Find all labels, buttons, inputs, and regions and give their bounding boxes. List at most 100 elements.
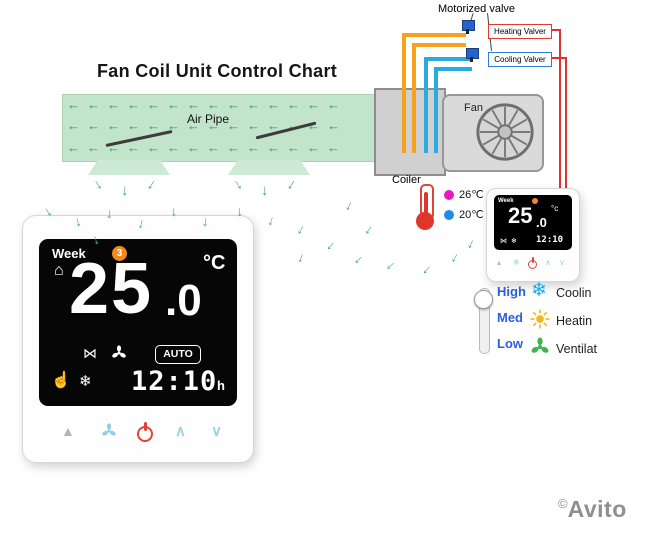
coiler-label: Coiler (392, 174, 421, 186)
temp-high-label: 26℃ (459, 189, 484, 201)
snowflake-icon: ❄ (79, 373, 92, 390)
temp-value: 25 (508, 203, 533, 228)
temp-dot-magenta (444, 190, 454, 200)
thermometer-bulb (416, 212, 434, 230)
blower-fan-icon (476, 103, 534, 161)
temp-unit: °C (203, 252, 226, 274)
temp-decimal: .0 (536, 215, 547, 230)
valve-icon: ⋈ (83, 345, 97, 361)
control-wire (559, 29, 561, 188)
airflow-left-arrows: ←←←←←←←←←←←←←← (67, 141, 347, 154)
touch-power-icon (137, 422, 153, 442)
cooling-pipe (424, 57, 428, 153)
air-pipe-label: Air Pipe (177, 112, 240, 126)
small-thermostat-screen: Week 25 .0 °c ⋈ ❄ 12:10 (494, 195, 572, 250)
air-vent (228, 160, 310, 175)
airflow-arrow: ↓ (383, 257, 400, 273)
touch-down-icon: ∨ (559, 258, 565, 267)
big-thermostat-screen: Week ⌂ 3 25 .0 °C ⋈ AUTO ☝ ❄ 12:10 h (39, 239, 237, 406)
clock-unit: h (217, 378, 225, 393)
valve-stem (470, 57, 473, 62)
heating-pipe (412, 43, 416, 153)
airflow-arrow: ↓ (362, 220, 377, 238)
heating-pipe (402, 33, 406, 153)
speed-high-label: High (497, 284, 526, 299)
home-icon: ⌂ (54, 262, 64, 279)
control-wire (549, 29, 561, 31)
airflow-arrow: ↓ (265, 211, 278, 229)
airflow-arrow: ↓ (201, 212, 210, 230)
airflow-arrow: ↓ (121, 182, 129, 199)
touch-fan-icon: ❄ (513, 258, 520, 267)
watermark: ©Avito (558, 496, 627, 523)
touch-up-triangle-icon: ▴ (497, 258, 502, 267)
heating-pipe (414, 43, 466, 47)
thermometer-mercury (424, 192, 428, 216)
fan-icon (112, 345, 126, 358)
airflow-arrow: ↓ (235, 202, 244, 220)
snowflake-icon: ❄ (511, 238, 517, 245)
airflow-arrow: ↓ (144, 175, 160, 194)
day-badge (532, 198, 538, 204)
cooling-mode-label: Coolin (556, 286, 592, 300)
airflow-arrow: ↓ (105, 204, 114, 222)
auto-mode-badge: AUTO (155, 345, 201, 364)
speed-low-label: Low (497, 336, 523, 351)
week-label: Week (498, 198, 514, 204)
small-thermostat: Week 25 .0 °c ⋈ ❄ 12:10 ▴ ❄ ∧ ∨ (486, 188, 580, 282)
airflow-arrow: ↓ (261, 182, 269, 199)
snowflake-icon: ❄ (531, 280, 547, 301)
speed-med-label: Med (497, 310, 523, 325)
cooling-valve-label: Cooling Valver (488, 52, 552, 67)
heating-pipe (404, 33, 466, 37)
touch-fan-icon (102, 423, 116, 436)
copyright-icon: © (558, 496, 568, 511)
week-label: Week (52, 246, 86, 261)
airflow-arrow: ↓ (343, 196, 356, 214)
big-thermostat: Week ⌂ 3 25 .0 °C ⋈ AUTO ☝ ❄ 12:10 h ▲ (22, 215, 254, 463)
air-duct: ←←←←←←←←←←←←←← ←←←←←←←←←←←←←← ←←←←←←←←←←… (62, 94, 378, 162)
airflow-arrow: ↓ (351, 250, 368, 268)
touch-up-icon: ∧ (545, 258, 551, 267)
control-wire (549, 57, 567, 59)
fan-label: Fan (464, 102, 483, 114)
heating-mode-label: Heatin (556, 314, 593, 328)
page-title: Fan Coil Unit Control Chart (97, 61, 338, 81)
cooling-pipe (434, 67, 438, 153)
touch-down-icon: ∨ (211, 423, 222, 440)
heating-valve-label: Heating Valver (488, 24, 552, 39)
valve-icon: ⋈ (500, 238, 507, 245)
watermark-text: Avito (567, 496, 627, 522)
fan-housing: Fan (442, 94, 544, 172)
hand-icon: ☝ (51, 372, 71, 389)
airflow-arrow: ↓ (448, 248, 463, 266)
control-wire (565, 57, 567, 188)
airflow-arrow: ↓ (295, 248, 308, 266)
fan-speed-slider (479, 288, 490, 354)
temp-value: 25 (69, 249, 154, 329)
ventilation-mode-label: Ventilat (556, 342, 598, 356)
temp-decimal: .0 (165, 276, 202, 325)
airflow-arrow: ↓ (90, 175, 106, 194)
fan-icon (531, 337, 549, 353)
airflow-arrow: ↓ (230, 175, 246, 194)
airflow-arrow: ↓ (323, 236, 340, 254)
motorized-valve-label: Motorized valve (438, 3, 516, 15)
temp-low-label: 20℃ (459, 209, 484, 221)
air-vent (88, 160, 170, 175)
touch-up-triangle-icon: ▲ (61, 423, 75, 439)
touch-power-icon (528, 257, 537, 269)
cooling-pipe (426, 57, 472, 61)
airflow-arrow: ↓ (294, 220, 309, 238)
fan-speed-knob (474, 290, 493, 309)
clock: 12:10 (131, 366, 218, 397)
airflow-left-arrows: ←←←←←←←←←←←←←← (67, 98, 347, 111)
valve-stem (466, 29, 469, 34)
touch-up-icon: ∧ (175, 423, 186, 440)
cooling-pipe (436, 67, 472, 71)
airflow-arrow: ↓ (465, 234, 478, 252)
day-badge: 3 (112, 246, 127, 261)
airflow-arrow: ↓ (284, 175, 300, 194)
clock: 12:10 (536, 235, 564, 245)
